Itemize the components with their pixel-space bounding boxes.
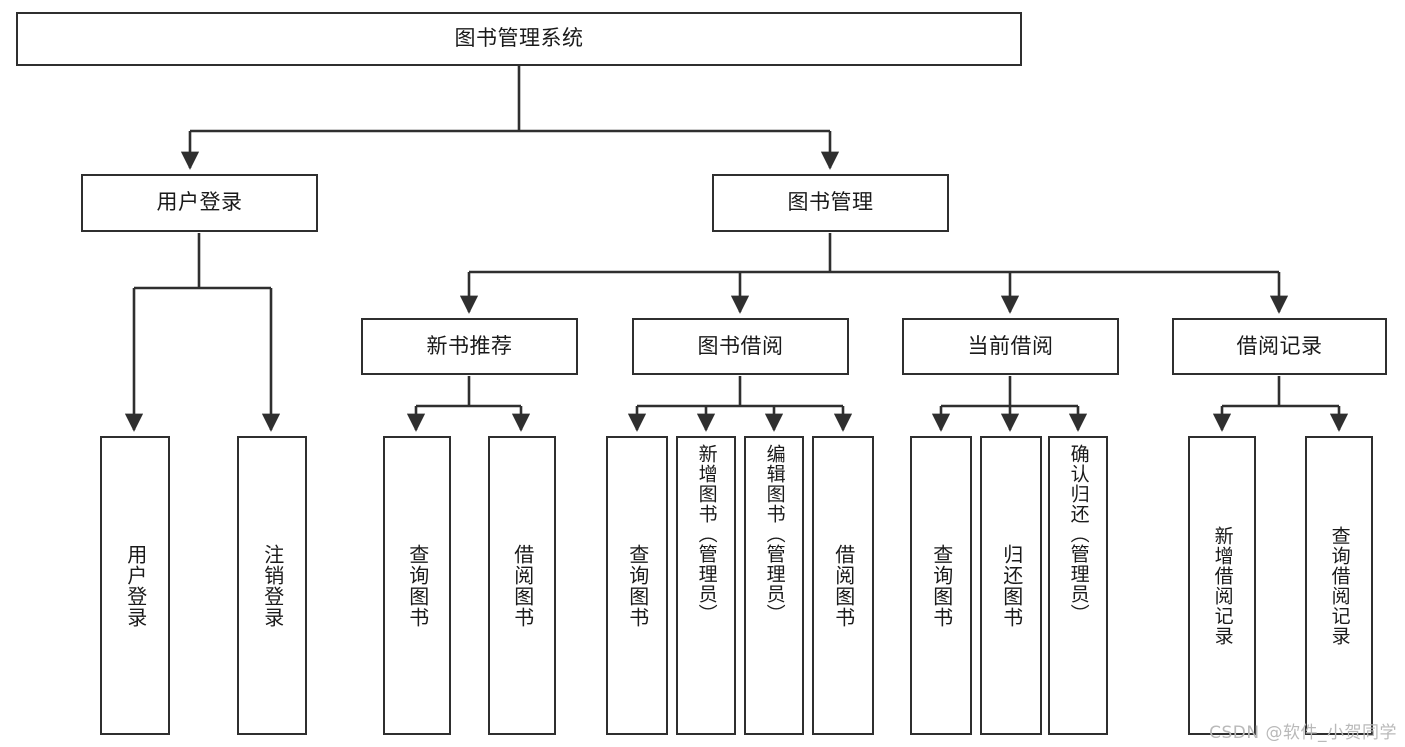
node-book-manage[interactable]: 图书管理: [712, 174, 949, 232]
node-leaf-edit-book[interactable]: 编辑图书（管理员）: [744, 436, 804, 735]
node-leaf-return-book-label: 归还图书: [999, 543, 1024, 628]
node-root-label: 图书管理系统: [454, 26, 584, 51]
node-leaf-query-book-1-label: 查询图书: [405, 543, 430, 628]
node-book-borrow[interactable]: 图书借阅: [632, 318, 849, 375]
node-leaf-add-book[interactable]: 新增图书（管理员）: [676, 436, 736, 735]
node-leaf-borrow-book-2-label: 借阅图书: [831, 543, 856, 628]
node-leaf-query-book-2[interactable]: 查询图书: [606, 436, 668, 735]
node-user-login[interactable]: 用户登录: [81, 174, 318, 232]
node-borrow-record[interactable]: 借阅记录: [1172, 318, 1387, 375]
node-new-book-recommend-label: 新书推荐: [426, 333, 513, 358]
node-leaf-return-book[interactable]: 归还图书: [980, 436, 1042, 735]
node-leaf-logout[interactable]: 注销登录: [237, 436, 307, 735]
node-user-login-label: 用户登录: [156, 190, 243, 215]
node-current-borrow[interactable]: 当前借阅: [902, 318, 1119, 375]
node-leaf-query-book-1[interactable]: 查询图书: [383, 436, 451, 735]
node-leaf-add-record[interactable]: 新增借阅记录: [1188, 436, 1256, 735]
node-leaf-query-record-label: 查询借阅记录: [1328, 525, 1351, 646]
node-leaf-query-book-3-label: 查询图书: [929, 543, 954, 628]
node-book-manage-label: 图书管理: [787, 190, 874, 215]
node-current-borrow-label: 当前借阅: [967, 333, 1054, 358]
node-leaf-confirm-return-label: 确认归还（管理员）: [1067, 444, 1090, 624]
node-borrow-record-label: 借阅记录: [1236, 333, 1323, 358]
node-leaf-add-record-label: 新增借阅记录: [1211, 525, 1234, 646]
node-new-book-recommend[interactable]: 新书推荐: [361, 318, 578, 375]
node-leaf-borrow-book-1[interactable]: 借阅图书: [488, 436, 556, 735]
node-root[interactable]: 图书管理系统: [16, 12, 1022, 66]
node-leaf-add-book-label: 新增图书（管理员）: [695, 444, 718, 624]
node-leaf-confirm-return[interactable]: 确认归还（管理员）: [1048, 436, 1108, 735]
node-leaf-user-login[interactable]: 用户登录: [100, 436, 170, 735]
node-leaf-edit-book-label: 编辑图书（管理员）: [763, 444, 786, 624]
node-leaf-user-login-label: 用户登录: [123, 543, 148, 628]
node-leaf-query-record[interactable]: 查询借阅记录: [1305, 436, 1373, 735]
node-leaf-logout-label: 注销登录: [260, 543, 285, 628]
node-leaf-query-book-3[interactable]: 查询图书: [910, 436, 972, 735]
node-leaf-query-book-2-label: 查询图书: [625, 543, 650, 628]
node-leaf-borrow-book-2[interactable]: 借阅图书: [812, 436, 874, 735]
node-leaf-borrow-book-1-label: 借阅图书: [510, 543, 535, 628]
node-book-borrow-label: 图书借阅: [697, 333, 784, 358]
